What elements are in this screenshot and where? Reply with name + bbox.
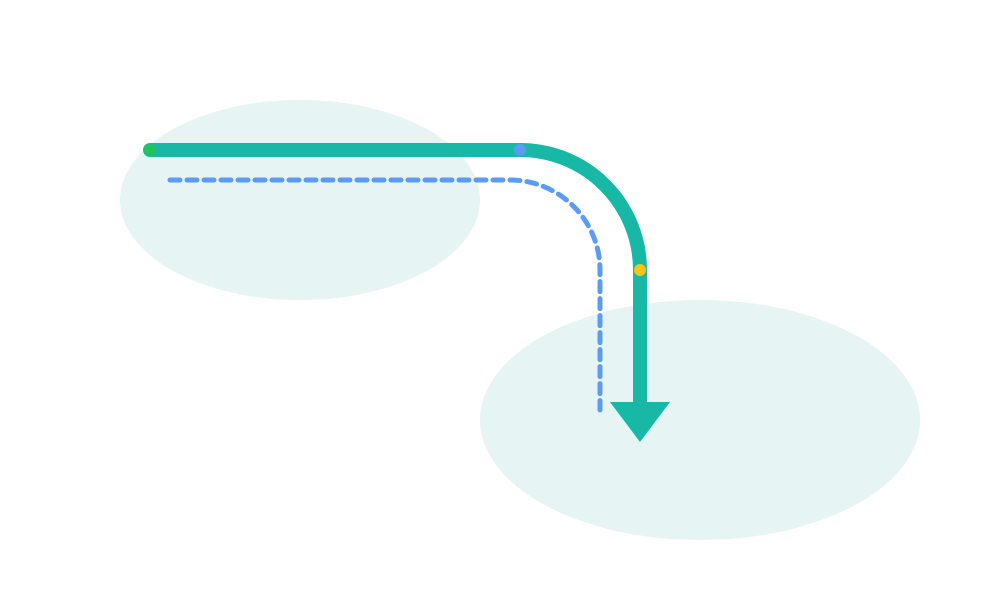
main-route-path bbox=[143, 143, 647, 412]
arrow-down-icon bbox=[610, 402, 670, 442]
source-region-ellipse bbox=[120, 100, 480, 300]
turn-marker bbox=[634, 264, 646, 276]
destination-region-ellipse bbox=[480, 300, 920, 540]
alternate-route-path bbox=[167, 177, 603, 413]
start-marker bbox=[144, 144, 156, 156]
waypoint-marker bbox=[514, 144, 526, 156]
